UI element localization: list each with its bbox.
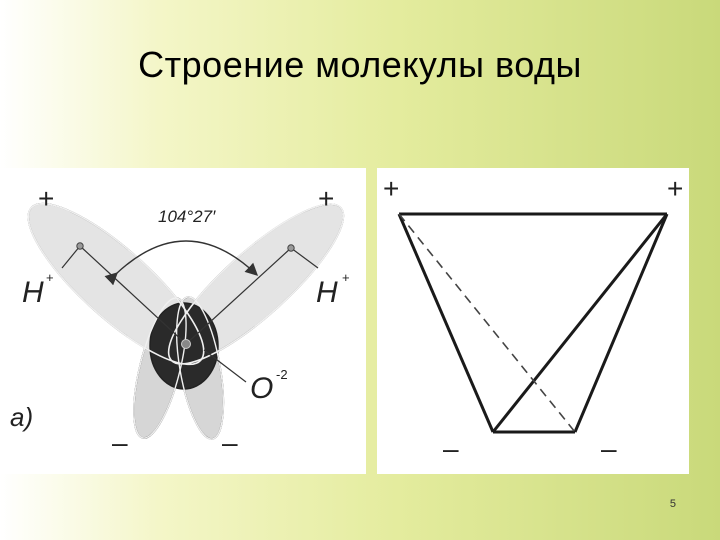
plus-sign-left: + [38, 183, 54, 214]
bond-axis-left [79, 245, 187, 345]
hydrogen-label-left: H [22, 276, 44, 309]
minus-sign-left: – [443, 433, 459, 464]
tetrahedron-right-edge [573, 213, 669, 433]
plus-sign-right: + [667, 173, 683, 204]
hydrogen-pointer-right [290, 247, 319, 269]
tetrahedron-left-edge [397, 213, 495, 433]
hydrogen-nucleus-left [76, 242, 84, 250]
bond-axis-right [185, 247, 292, 345]
plus-sign-left: + [383, 173, 399, 204]
plus-sign-right: + [318, 183, 334, 214]
hydrogen-charge-left: + [46, 270, 54, 285]
oxygen-pointer [203, 349, 247, 383]
oxygen-nucleus [181, 339, 191, 349]
page-number: 5 [669, 498, 676, 510]
lone-pair-lobe-left-outline [133, 297, 187, 439]
bond-angle-arc [104, 240, 259, 286]
minus-sign-right: – [222, 427, 238, 458]
tetrahedron-diagram-panel: + + – – [377, 168, 689, 474]
hydrogen-charge-right: + [342, 270, 350, 285]
orbital-diagram-panel: 104°27′ + + H + H + O -2 – – a) [0, 168, 366, 474]
tetrahedron-hidden-edge [398, 213, 576, 433]
lone-pair-lobe-right-outline [175, 296, 225, 440]
oxygen-charge: -2 [276, 367, 288, 382]
minus-sign-left: – [112, 427, 128, 458]
hydrogen-label-right: H [316, 276, 338, 309]
oxygen-label: O [250, 372, 273, 405]
hydrogen-nucleus-right [287, 244, 295, 252]
bond-lobe-right-outline [167, 203, 345, 365]
panel-letter: a) [10, 402, 33, 432]
angle-label: 104°27′ [158, 207, 216, 226]
minus-sign-right: – [601, 433, 617, 464]
orbital-diagram: 104°27′ + + H + H + O -2 – – a) [10, 183, 350, 458]
slide-title: Строение молекулы воды [138, 44, 582, 85]
tetrahedron-diagonal-edge [491, 213, 669, 433]
tetrahedron-diagram: + + – – [383, 173, 683, 464]
hydrogen-pointer-left [61, 245, 81, 269]
